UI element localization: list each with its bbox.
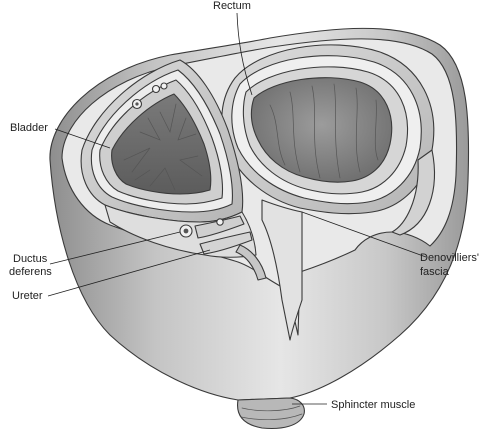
label-denonvilliers-line1: Denovilliers' [420,252,479,264]
vessel-ring-side [216,218,224,226]
leader-bladder [54,128,111,149]
label-ductus-line2: deferens [9,266,52,278]
label-ductus-line1: Ductus [13,253,48,265]
label-sphincter-muscle: Sphincter muscle [331,399,415,411]
ureter [199,231,267,281]
leader-ureter [47,249,211,297]
ductus-deferens [179,215,245,239]
leader-denonvilliers [301,211,427,258]
leader-ductus [49,231,181,265]
label-rectum: Rectum [213,0,251,12]
rectum [221,44,435,215]
bladder [80,59,244,223]
label-ureter: Ureter [12,290,43,302]
leader-rectum [236,12,253,96]
label-bladder: Bladder [10,122,48,134]
vessel-ring-top-3 [160,82,168,90]
sphincter-muscle [237,397,305,430]
vessel-ring-top-2 [151,84,161,94]
label-denonvilliers-line2: fascia [420,266,450,278]
denonvilliers-fascia [261,199,303,341]
fascial-layer-right [391,149,435,236]
